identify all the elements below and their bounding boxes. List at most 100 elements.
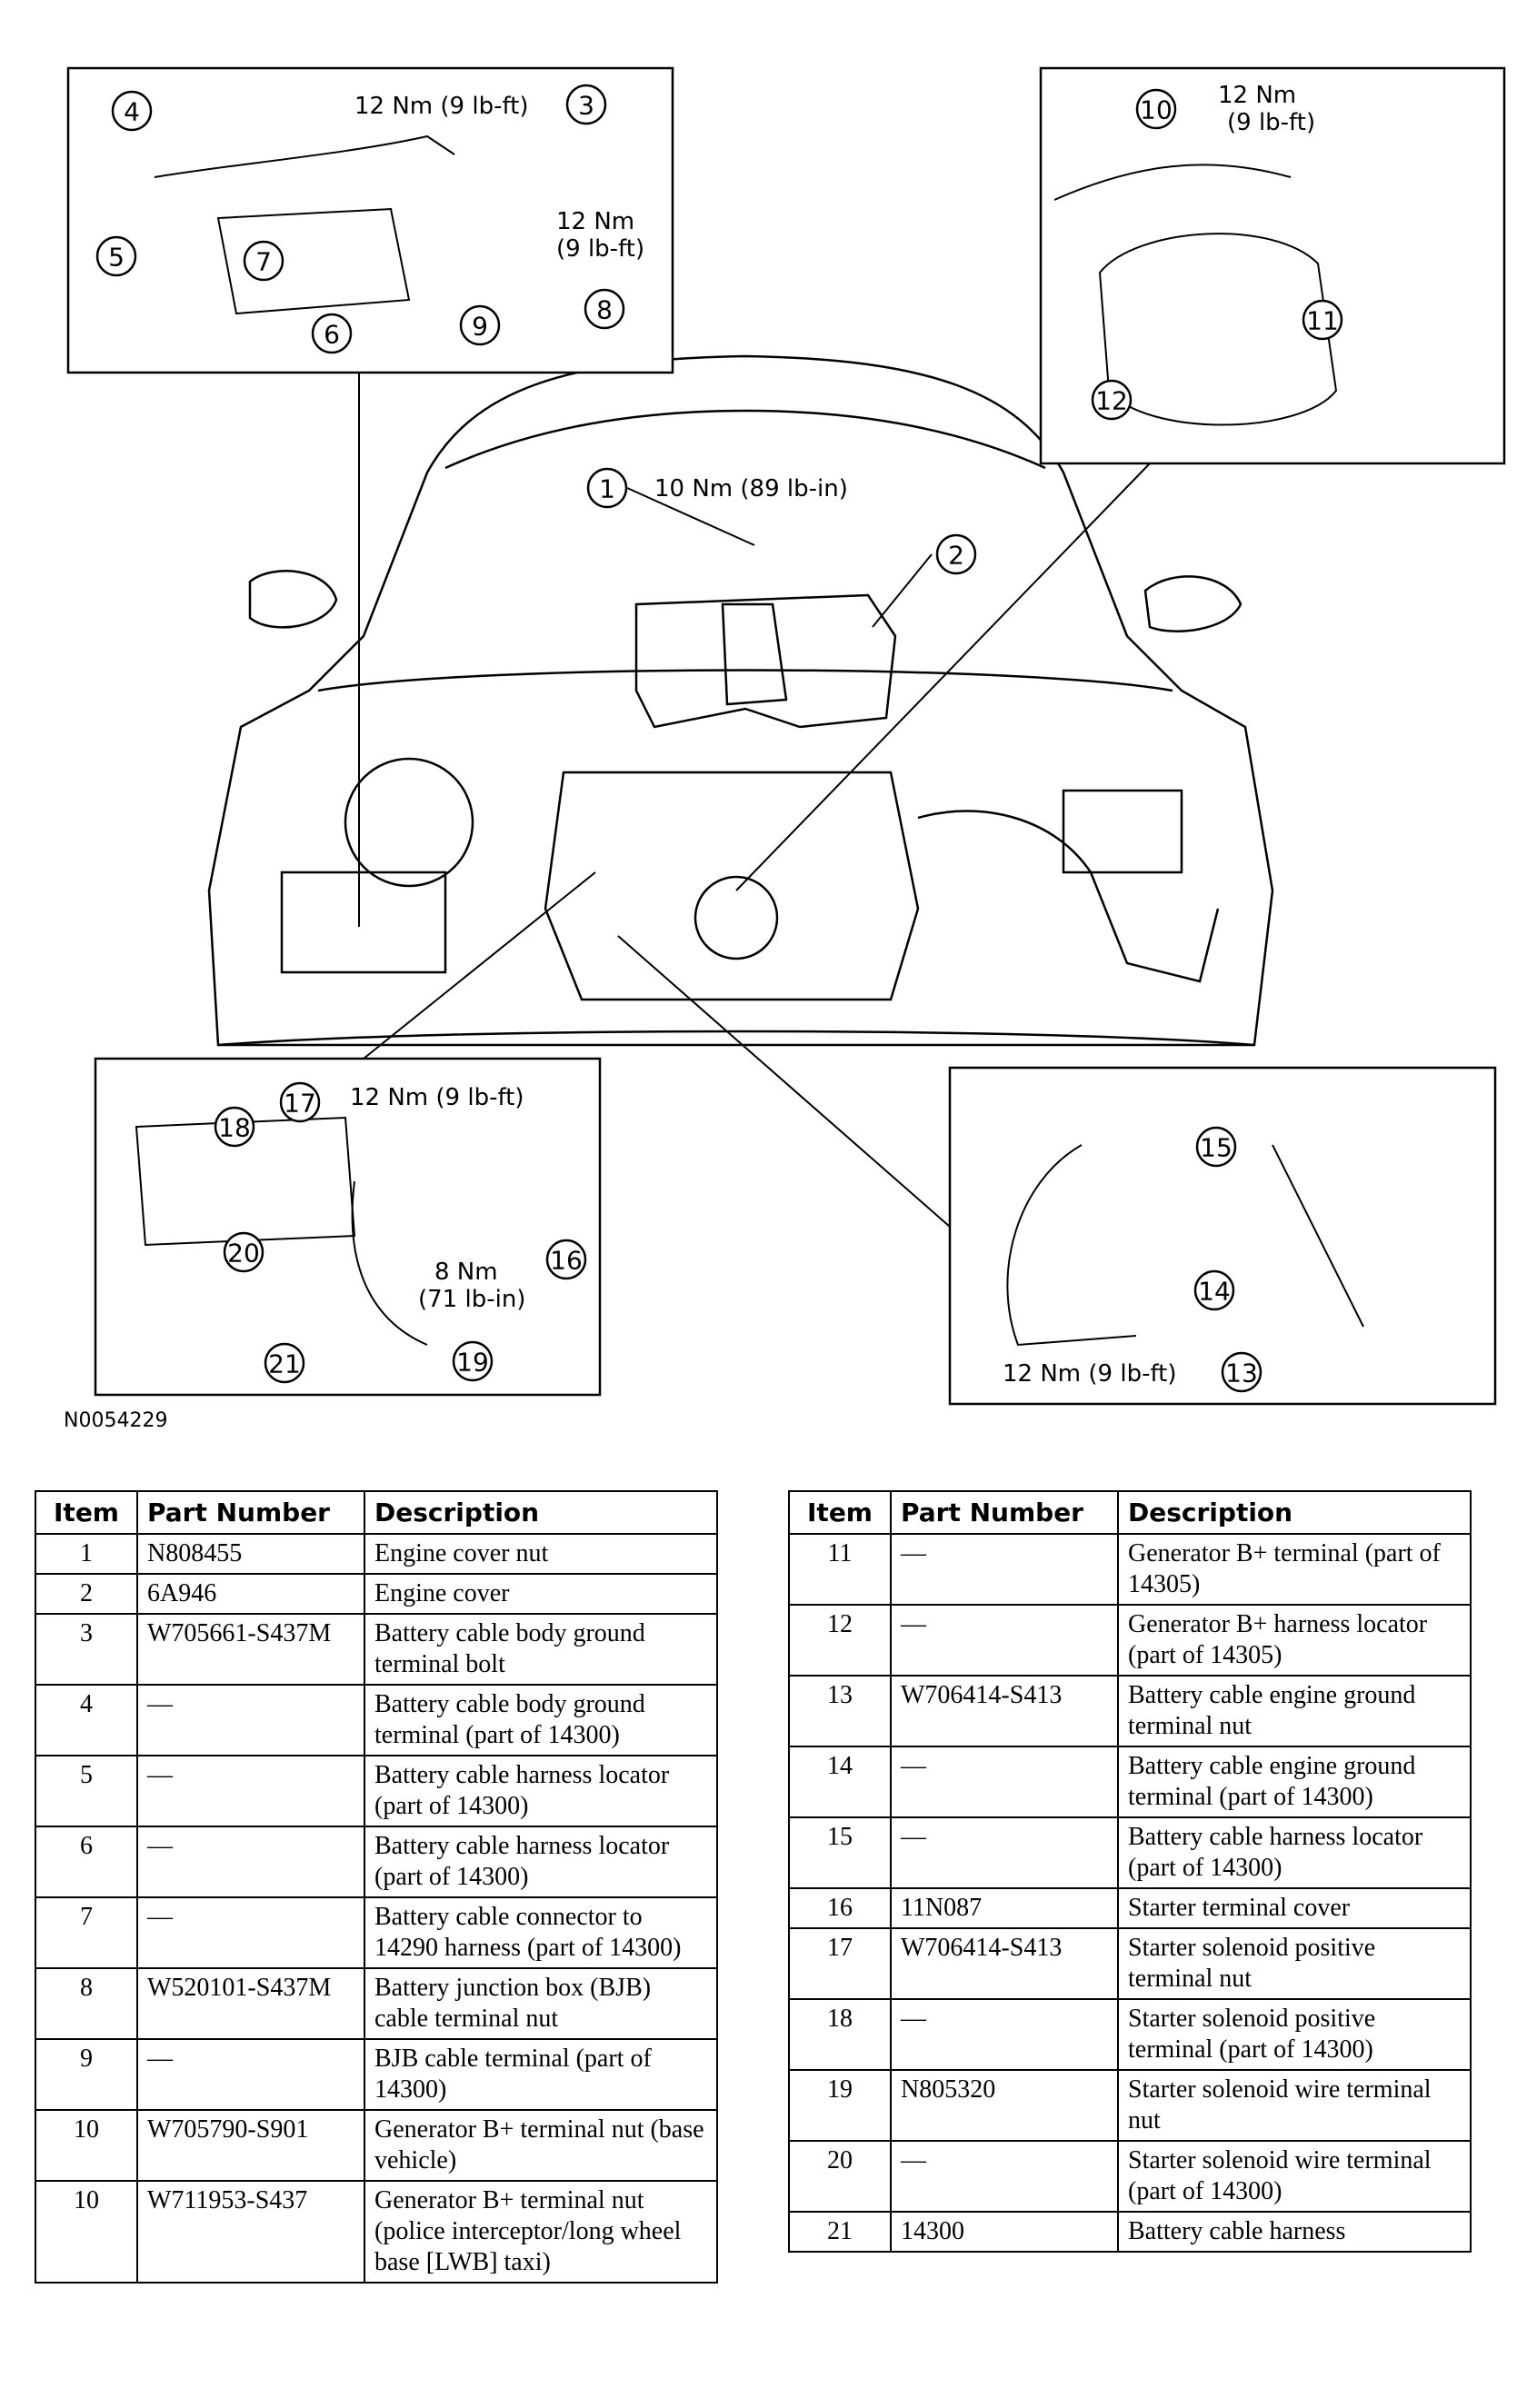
callout-circle — [95, 235, 137, 277]
cell-part-number: — — [890, 1746, 1119, 1818]
callout-circle — [1221, 1351, 1263, 1393]
cell-item: 3 — [35, 1613, 138, 1686]
cell-part-number: — — [890, 1998, 1119, 2071]
detail-tl-cable — [154, 134, 455, 178]
cell-description: Engine cover nut — [364, 1533, 718, 1575]
callout-number: 21 — [268, 1349, 301, 1379]
detail-br-ground-strap — [1272, 1144, 1364, 1328]
cell-part-number: W705661-S437M — [136, 1613, 365, 1686]
cell-description: Battery cable harness locator (part of 1… — [364, 1826, 718, 1898]
leader-2 — [872, 553, 933, 628]
callout-circle — [584, 288, 625, 330]
callout-bubble-11: 11 — [1302, 299, 1343, 341]
callout-bubble-16: 16 — [545, 1239, 587, 1280]
cell-description: Battery cable engine ground terminal nut — [1117, 1675, 1472, 1747]
callout-number: 20 — [227, 1239, 260, 1269]
callout-bubble-12: 12 — [1091, 379, 1133, 421]
table-row: 12—Generator B+ harness locator (part of… — [788, 1604, 1472, 1677]
callout-number: 1 — [599, 474, 615, 504]
callout-circle — [1195, 1126, 1237, 1168]
callout-number: 4 — [124, 97, 140, 127]
cell-description: Battery cable engine ground terminal (pa… — [1117, 1746, 1472, 1818]
windshield-line — [444, 409, 1046, 470]
cell-item: 21 — [788, 2211, 892, 2253]
cell-description: Engine cover — [364, 1573, 718, 1615]
cell-part-number: — — [890, 1604, 1119, 1677]
callout-bubble-13: 13 — [1221, 1351, 1263, 1393]
cell-part-number: — — [136, 1896, 365, 1969]
callout-number: 8 — [596, 295, 613, 325]
detail-bl-starter — [135, 1116, 356, 1247]
cell-item: 7 — [35, 1896, 138, 1969]
callout-bubble-14: 14 — [1193, 1269, 1235, 1311]
cell-part-number: N808455 — [136, 1533, 365, 1575]
callout-circle — [1091, 379, 1133, 421]
callout-number: 5 — [108, 243, 125, 273]
callout-circle — [264, 1342, 305, 1384]
radiator-fan — [344, 757, 474, 888]
callout-number: 13 — [1225, 1358, 1258, 1388]
cell-item: 14 — [788, 1746, 892, 1818]
callout-number: 12 — [1095, 386, 1128, 416]
callout-bubble-6: 6 — [311, 313, 353, 354]
callout-bubble-5: 5 — [95, 235, 137, 277]
table-row: 11—Generator B+ terminal (part of 14305) — [788, 1533, 1472, 1606]
callout-number: 10 — [1140, 95, 1173, 125]
cell-item: 2 — [35, 1573, 138, 1615]
cell-item: 8 — [35, 1967, 138, 2040]
cell-item: 12 — [788, 1604, 892, 1677]
hood-outline — [207, 354, 1274, 1047]
right-mirror — [1143, 575, 1243, 632]
bumper-line — [217, 1030, 1255, 1047]
callout-circle — [214, 1106, 255, 1148]
callout-torque-17: 12 Nm (9 lb-ft) — [350, 1084, 524, 1111]
callout-bubble-17: 17 — [279, 1081, 321, 1123]
callout-circle — [223, 1231, 264, 1273]
cell-part-number: W706414-S413 — [890, 1927, 1119, 2000]
cell-item: 10 — [35, 2180, 138, 2284]
header-description: Description — [1117, 1490, 1472, 1535]
leader-bl — [363, 871, 596, 1060]
leader-1 — [626, 487, 755, 546]
callout-circle — [311, 313, 353, 354]
callout-bubble-3: 3 — [565, 84, 607, 125]
callout-circle — [935, 533, 977, 575]
air-filter-box — [1062, 789, 1183, 874]
callout-bubble-21: 21 — [264, 1342, 305, 1384]
table-header-row: Item Part Number Description — [788, 1490, 1472, 1535]
callout-number: 16 — [550, 1246, 583, 1276]
callout-number: 11 — [1306, 306, 1339, 336]
callout-circle — [1302, 299, 1343, 341]
cell-item: 20 — [788, 2140, 892, 2213]
callout-circle — [452, 1340, 494, 1382]
callout-number: 3 — [578, 91, 594, 121]
air-intake-duct — [917, 810, 1220, 983]
table-row: 15—Battery cable harness locator (part o… — [788, 1816, 1472, 1889]
cell-item: 15 — [788, 1816, 892, 1889]
detail-bl-cable — [351, 1180, 428, 1346]
cell-description: Starter solenoid positive terminal nut — [1117, 1927, 1472, 2000]
callout-bubble-20: 20 — [223, 1231, 264, 1273]
table-row: 20—Starter solenoid wire terminal (part … — [788, 2140, 1472, 2213]
leader-br — [617, 935, 951, 1228]
callout-torque-3: 12 Nm (9 lb-ft) — [354, 93, 528, 120]
cell-description: Starter solenoid wire terminal (part of … — [1117, 2140, 1472, 2213]
cell-part-number: — — [890, 1816, 1119, 1889]
cell-item: 18 — [788, 1998, 892, 2071]
callout-torque-8b: (9 lb-ft) — [556, 235, 644, 263]
callout-bubble-1: 1 — [586, 467, 628, 509]
cell-description: Battery cable harness locator (part of 1… — [1117, 1816, 1472, 1889]
engine-pulley — [694, 875, 779, 960]
cell-description: Battery junction box (BJB) cable termina… — [364, 1967, 718, 2040]
callout-bubble-10: 10 — [1135, 88, 1177, 130]
callout-bubble-8: 8 — [584, 288, 625, 330]
detail-tr-generator — [1098, 233, 1338, 426]
callout-number: 19 — [456, 1348, 489, 1378]
